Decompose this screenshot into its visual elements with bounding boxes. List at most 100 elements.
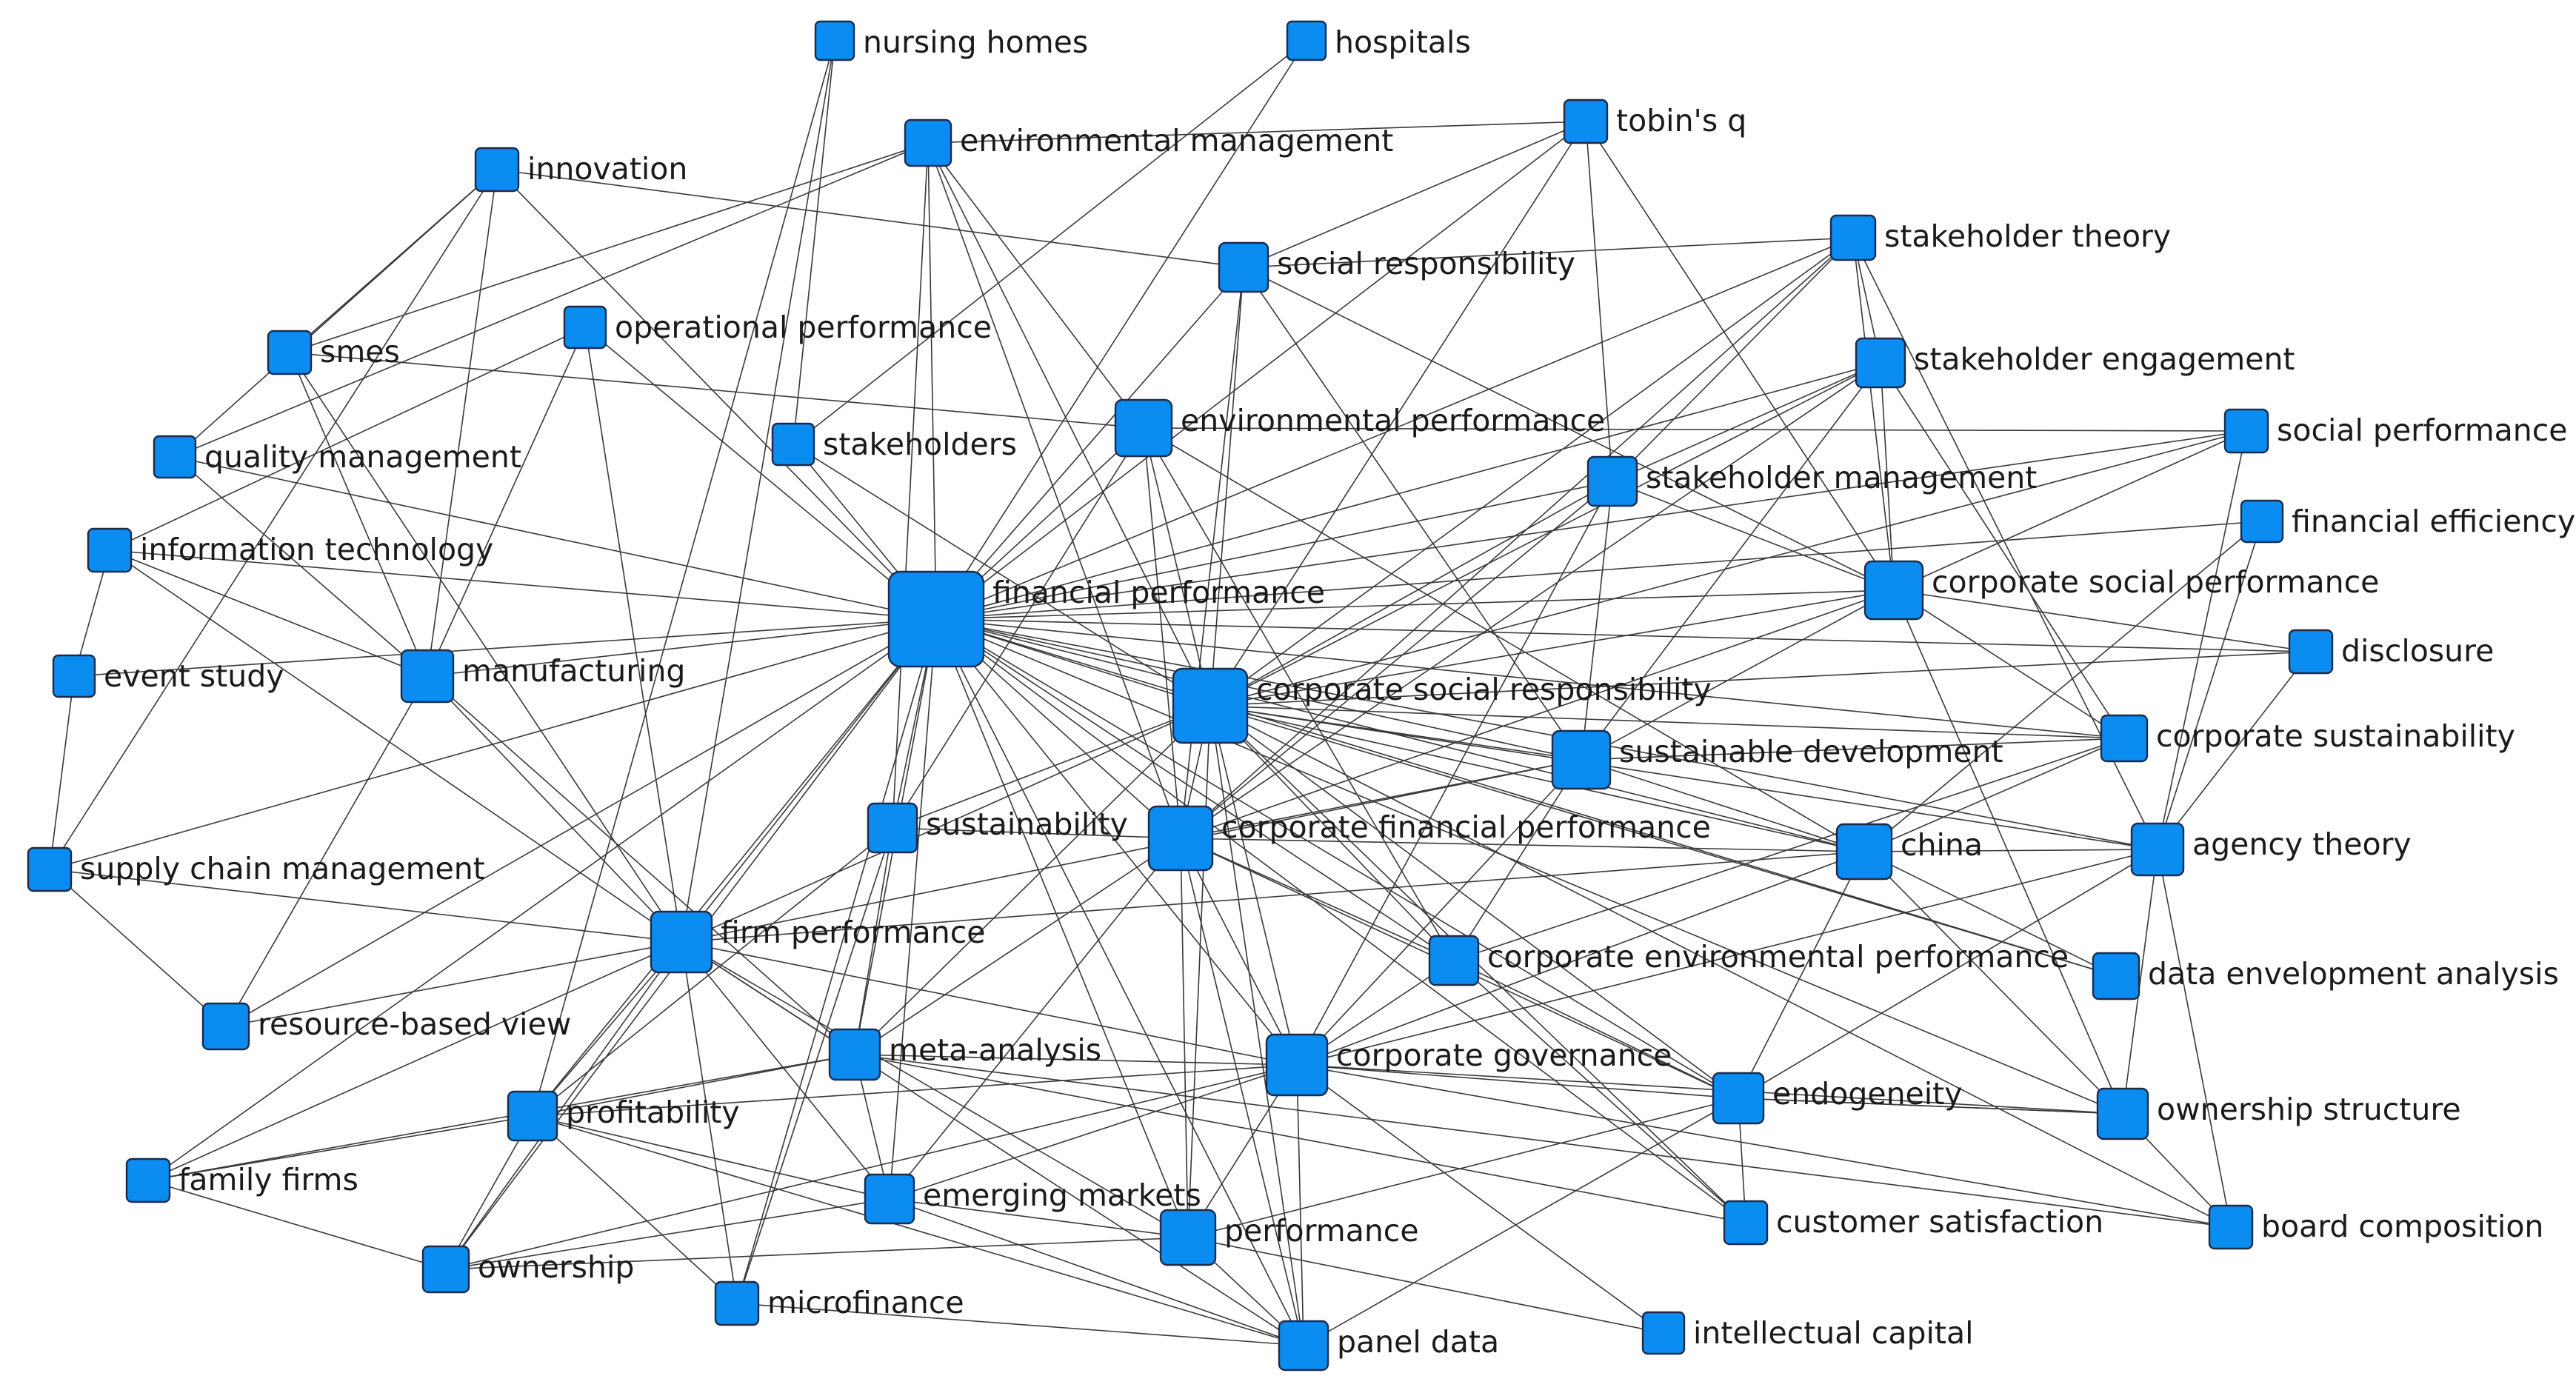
node-box-stakeholder-management[interactable] <box>1586 455 1638 507</box>
node-board-composition[interactable]: board composition <box>2208 1204 2543 1250</box>
node-ownership-structure[interactable]: ownership structure <box>2096 1087 2461 1140</box>
node-box-event-study[interactable] <box>52 654 96 698</box>
node-box-firm-performance[interactable] <box>650 910 713 974</box>
node-box-corporate-social-responsibility[interactable] <box>1172 667 1249 744</box>
node-box-environmental-performance[interactable] <box>1114 398 1173 458</box>
node-box-corporate-social-performance[interactable] <box>1863 560 1924 621</box>
node-box-quality-management[interactable] <box>153 435 197 479</box>
node-box-agency-theory[interactable] <box>2130 822 2185 877</box>
node-hospitals[interactable]: hospitals <box>1286 20 1471 61</box>
node-corporate-governance[interactable]: corporate governance <box>1265 1033 1672 1097</box>
node-box-endogeneity[interactable] <box>1712 1072 1765 1125</box>
node-box-manufacturing[interactable] <box>400 649 455 704</box>
node-box-financial-efficiency[interactable] <box>2240 499 2284 544</box>
node-data-envelopment-analysis[interactable]: data envelopment analysis <box>2092 952 2559 1001</box>
node-corporate-social-performance[interactable]: corporate social performance <box>1863 560 2379 621</box>
node-box-resource-based-view[interactable] <box>201 1002 250 1051</box>
node-box-social-performance[interactable] <box>2223 408 2269 454</box>
node-financial-efficiency[interactable]: financial efficiency <box>2240 499 2575 544</box>
edge-corporate-social-responsibility--china <box>1209 705 1865 852</box>
node-box-smes[interactable] <box>267 330 313 375</box>
node-box-corporate-environmental-performance[interactable] <box>1428 935 1480 986</box>
node-box-stakeholder-theory[interactable] <box>1829 214 1877 261</box>
edge-sustainable-development--china <box>1581 759 1865 852</box>
node-box-board-composition[interactable] <box>2208 1204 2254 1250</box>
node-box-information-technology[interactable] <box>87 527 133 573</box>
node-ownership[interactable]: ownership <box>421 1245 634 1294</box>
edge-stakeholder-management--sustainable-development <box>1581 481 1613 761</box>
node-box-supply-chain-management[interactable] <box>27 846 73 892</box>
node-china[interactable]: china <box>1835 823 1983 881</box>
node-sustainable-development[interactable]: sustainable development <box>1551 729 2003 790</box>
node-box-customer-satisfaction[interactable] <box>1723 1200 1769 1246</box>
node-box-sustainability[interactable] <box>867 802 918 854</box>
node-manufacturing[interactable]: manufacturing <box>400 649 685 704</box>
edge-social-performance--financial-performance <box>935 430 2247 620</box>
node-environmental-management[interactable]: environmental management <box>904 118 1393 167</box>
node-box-emerging-markets[interactable] <box>864 1173 915 1225</box>
node-performance[interactable]: performance <box>1159 1209 1419 1266</box>
node-corporate-sustainability[interactable]: corporate sustainability <box>2100 714 2515 763</box>
node-box-family-firms[interactable] <box>125 1158 171 1203</box>
node-corporate-environmental-performance[interactable]: corporate environmental performance <box>1428 935 2069 986</box>
node-financial-performance[interactable]: financial performance <box>887 570 1325 668</box>
node-social-performance[interactable]: social performance <box>2223 408 2568 454</box>
node-smes[interactable]: smes <box>267 330 400 375</box>
node-box-china[interactable] <box>1835 823 1893 881</box>
node-innovation[interactable]: innovation <box>474 147 687 193</box>
node-box-corporate-governance[interactable] <box>1265 1033 1329 1097</box>
node-panel-data[interactable]: panel data <box>1278 1320 1499 1372</box>
node-box-tobins-q[interactable] <box>1563 98 1609 144</box>
node-endogeneity[interactable]: endogeneity <box>1712 1072 1963 1125</box>
node-nursing-homes[interactable]: nursing homes <box>814 20 1088 61</box>
node-tobins-q[interactable]: tobin's q <box>1563 98 1746 144</box>
node-box-profitability[interactable] <box>507 1090 558 1142</box>
node-box-data-envelopment-analysis[interactable] <box>2092 952 2140 1001</box>
node-box-environmental-management[interactable] <box>904 118 952 167</box>
node-event-study[interactable]: event study <box>52 654 284 698</box>
node-box-stakeholders[interactable] <box>771 422 815 467</box>
node-box-ownership[interactable] <box>421 1245 470 1294</box>
node-family-firms[interactable]: family firms <box>125 1158 358 1203</box>
node-box-disclosure[interactable] <box>2288 629 2334 675</box>
node-box-panel-data[interactable] <box>1278 1320 1329 1372</box>
node-box-microfinance[interactable] <box>714 1280 760 1326</box>
node-profitability[interactable]: profitability <box>507 1090 740 1142</box>
node-box-innovation[interactable] <box>474 147 520 193</box>
node-box-financial-performance[interactable] <box>887 570 985 668</box>
node-corporate-social-responsibility[interactable]: corporate social responsibility <box>1172 667 1712 744</box>
node-agency-theory[interactable]: agency theory <box>2130 822 2412 877</box>
node-firm-performance[interactable]: firm performance <box>650 910 986 974</box>
node-box-sustainable-development[interactable] <box>1551 729 1612 790</box>
node-quality-management[interactable]: quality management <box>153 435 521 479</box>
node-intellectual-capital[interactable]: intellectual capital <box>1641 1311 1974 1355</box>
node-box-hospitals[interactable] <box>1286 20 1327 61</box>
node-customer-satisfaction[interactable]: customer satisfaction <box>1723 1200 2103 1246</box>
node-box-corporate-financial-performance[interactable] <box>1147 805 1214 872</box>
node-box-intellectual-capital[interactable] <box>1641 1311 1686 1355</box>
node-box-meta-analysis[interactable] <box>828 1028 881 1081</box>
node-box-corporate-sustainability[interactable] <box>2100 714 2149 763</box>
node-box-operational-performance[interactable] <box>563 305 607 350</box>
node-box-performance[interactable] <box>1159 1209 1217 1266</box>
node-stakeholder-management[interactable]: stakeholder management <box>1586 455 2037 507</box>
node-social-responsibility[interactable]: social responsibility <box>1218 241 1575 293</box>
node-operational-performance[interactable]: operational performance <box>563 305 992 350</box>
node-sustainability[interactable]: sustainability <box>867 802 1128 854</box>
node-microfinance[interactable]: microfinance <box>714 1280 964 1326</box>
node-stakeholders[interactable]: stakeholders <box>771 422 1017 467</box>
node-disclosure[interactable]: disclosure <box>2288 629 2494 675</box>
node-stakeholder-engagement[interactable]: stakeholder engagement <box>1855 337 2295 389</box>
node-information-technology[interactable]: information technology <box>87 527 493 573</box>
node-box-stakeholder-engagement[interactable] <box>1855 337 1906 389</box>
node-box-ownership-structure[interactable] <box>2096 1087 2149 1140</box>
node-corporate-financial-performance[interactable]: corporate financial performance <box>1147 805 1711 872</box>
node-box-social-responsibility[interactable] <box>1218 241 1269 293</box>
node-box-nursing-homes[interactable] <box>814 20 855 61</box>
node-meta-analysis[interactable]: meta-analysis <box>828 1028 1101 1081</box>
node-resource-based-view[interactable]: resource-based view <box>201 1002 571 1051</box>
node-supply-chain-management[interactable]: supply chain management <box>27 846 485 892</box>
node-environmental-performance[interactable]: environmental performance <box>1114 398 1605 458</box>
node-stakeholder-theory[interactable]: stakeholder theory <box>1829 214 2171 261</box>
node-emerging-markets[interactable]: emerging markets <box>864 1173 1201 1225</box>
